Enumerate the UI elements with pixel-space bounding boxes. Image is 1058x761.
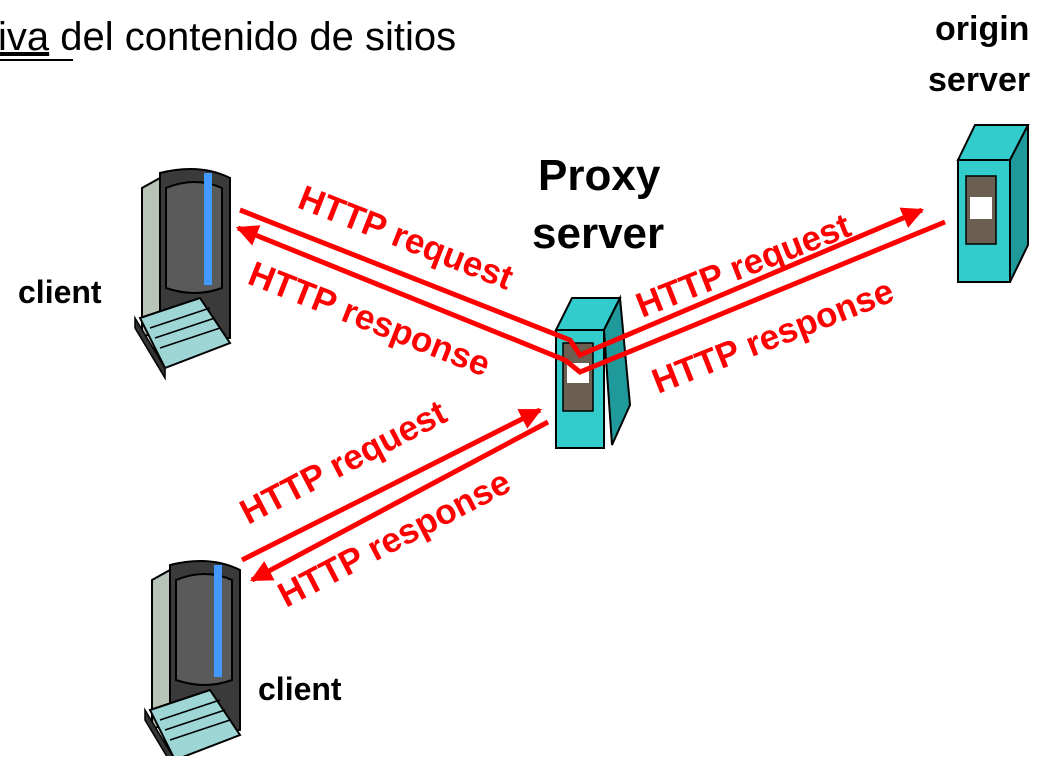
title-text: del contenido de sitios xyxy=(49,15,456,59)
arrow-origin-to-client-response xyxy=(235,219,946,375)
slide-title: iva del contenido de sitios xyxy=(0,15,456,59)
proxy-server-label-line1: Proxy xyxy=(538,151,661,200)
origin-server-icon xyxy=(956,124,1030,283)
arrow-bottom-client-response xyxy=(250,419,550,583)
title-underlined-word: iva xyxy=(0,15,50,59)
origin-server-label-line2: server xyxy=(928,61,1030,99)
origin-server-label-line1: origin xyxy=(935,10,1029,48)
arrow-bottom-client-request xyxy=(240,407,542,563)
message-top-left-request: HTTP request xyxy=(293,178,519,298)
client-label-top: client xyxy=(18,274,102,310)
client-label-bottom: client xyxy=(258,671,342,707)
proxy-server-icon xyxy=(554,294,632,449)
client-computer-icon-top xyxy=(134,168,232,381)
proxy-server-label-line2: server xyxy=(532,209,664,258)
client-computer-icon-bottom xyxy=(144,560,242,761)
arrow-client-to-origin-request xyxy=(239,207,925,359)
